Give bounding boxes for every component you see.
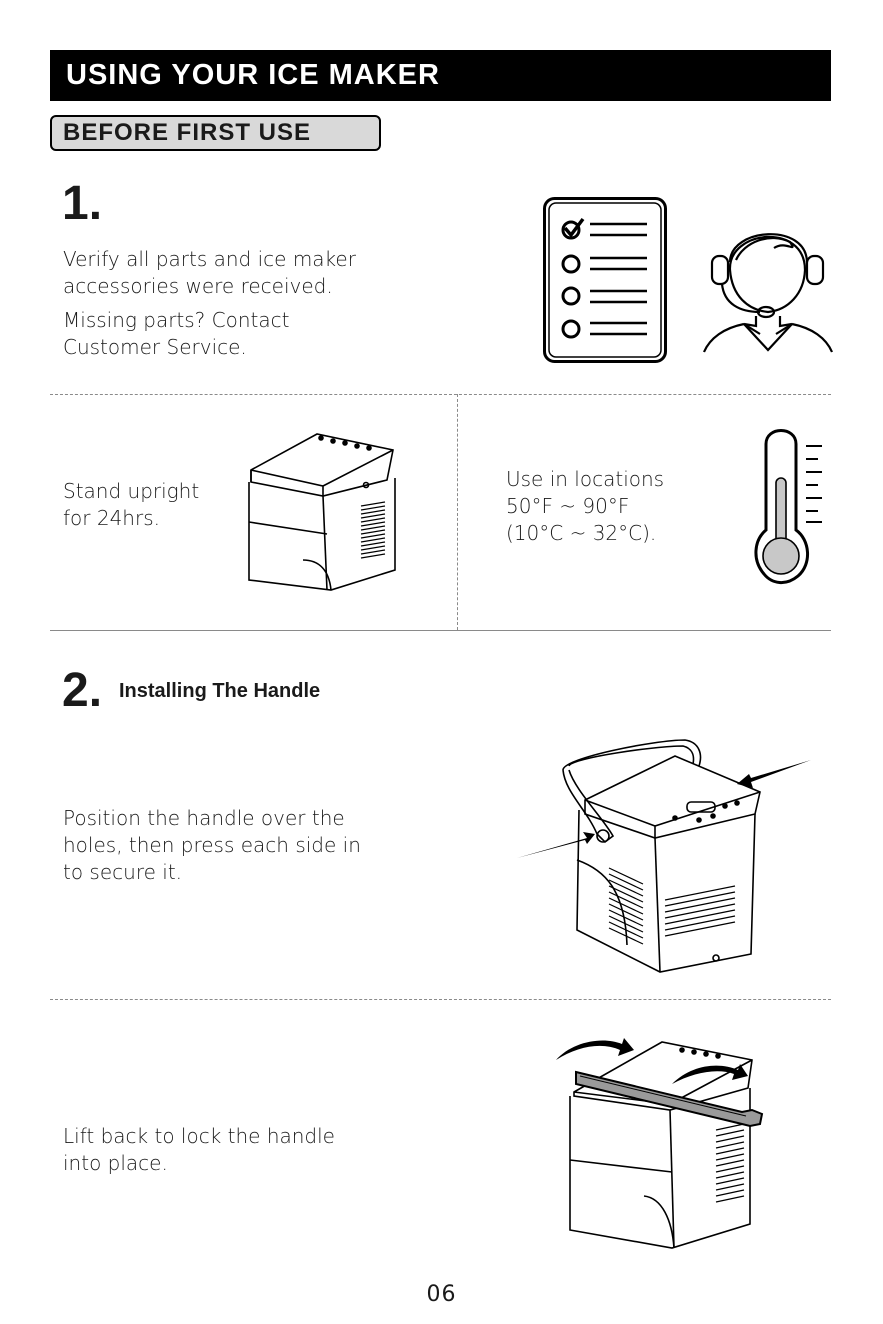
step1-line: accessories were received. (63, 274, 333, 298)
arrow-icon (737, 760, 811, 788)
ice-maker-illustration (248, 433, 396, 591)
upright-line: Stand upright (63, 479, 200, 503)
step2-line: Position the handle over the (63, 806, 345, 830)
page-header: USING YOUR ICE MAKER (50, 50, 831, 101)
arrow-icon (672, 1064, 748, 1084)
step1-line: Verify all parts and ice maker (63, 247, 356, 271)
step3-line: Lift back to lock the handle (63, 1124, 335, 1148)
divider (50, 394, 831, 395)
step2-line: to secure it. (63, 860, 183, 884)
location-line: (10°C ~ 32°C). (506, 521, 657, 545)
divider (457, 394, 458, 630)
location-text: Use in locations 50°F ~ 90°F (10°C ~ 32°… (506, 466, 726, 547)
upright-text: Stand upright for 24hrs. (63, 478, 243, 532)
step-number-1: 1. (62, 177, 103, 230)
step1-text: Verify all parts and ice maker accessori… (63, 246, 463, 361)
step-number-2: 2. (62, 664, 103, 717)
step2-title: Installing The Handle (119, 680, 321, 702)
location-line: 50°F ~ 90°F (506, 494, 630, 518)
step1-line: Missing parts? Contact (63, 308, 290, 332)
arrow-icon (517, 832, 595, 858)
location-line: Use in locations (506, 467, 665, 491)
upright-line: for 24hrs. (63, 506, 160, 530)
step3-line: into place. (63, 1151, 168, 1175)
divider (50, 630, 831, 631)
ice-maker-illustration (517, 739, 811, 973)
page-number: 06 (426, 1282, 457, 1307)
arrow-icon (556, 1038, 634, 1060)
step2-line: holes, then press each side in (63, 833, 361, 857)
ice-maker-illustration (556, 1038, 764, 1249)
support-agent-icon (702, 233, 834, 353)
divider (50, 999, 831, 1000)
step1-line: Customer Service. (63, 335, 247, 359)
step3-text: Lift back to lock the handle into place. (63, 1123, 463, 1177)
step2-text: Position the handle over the holes, then… (63, 805, 463, 886)
section-tab: BEFORE FIRST USE (50, 115, 381, 151)
thermometer-icon (754, 429, 822, 584)
checklist-icon (543, 197, 667, 363)
